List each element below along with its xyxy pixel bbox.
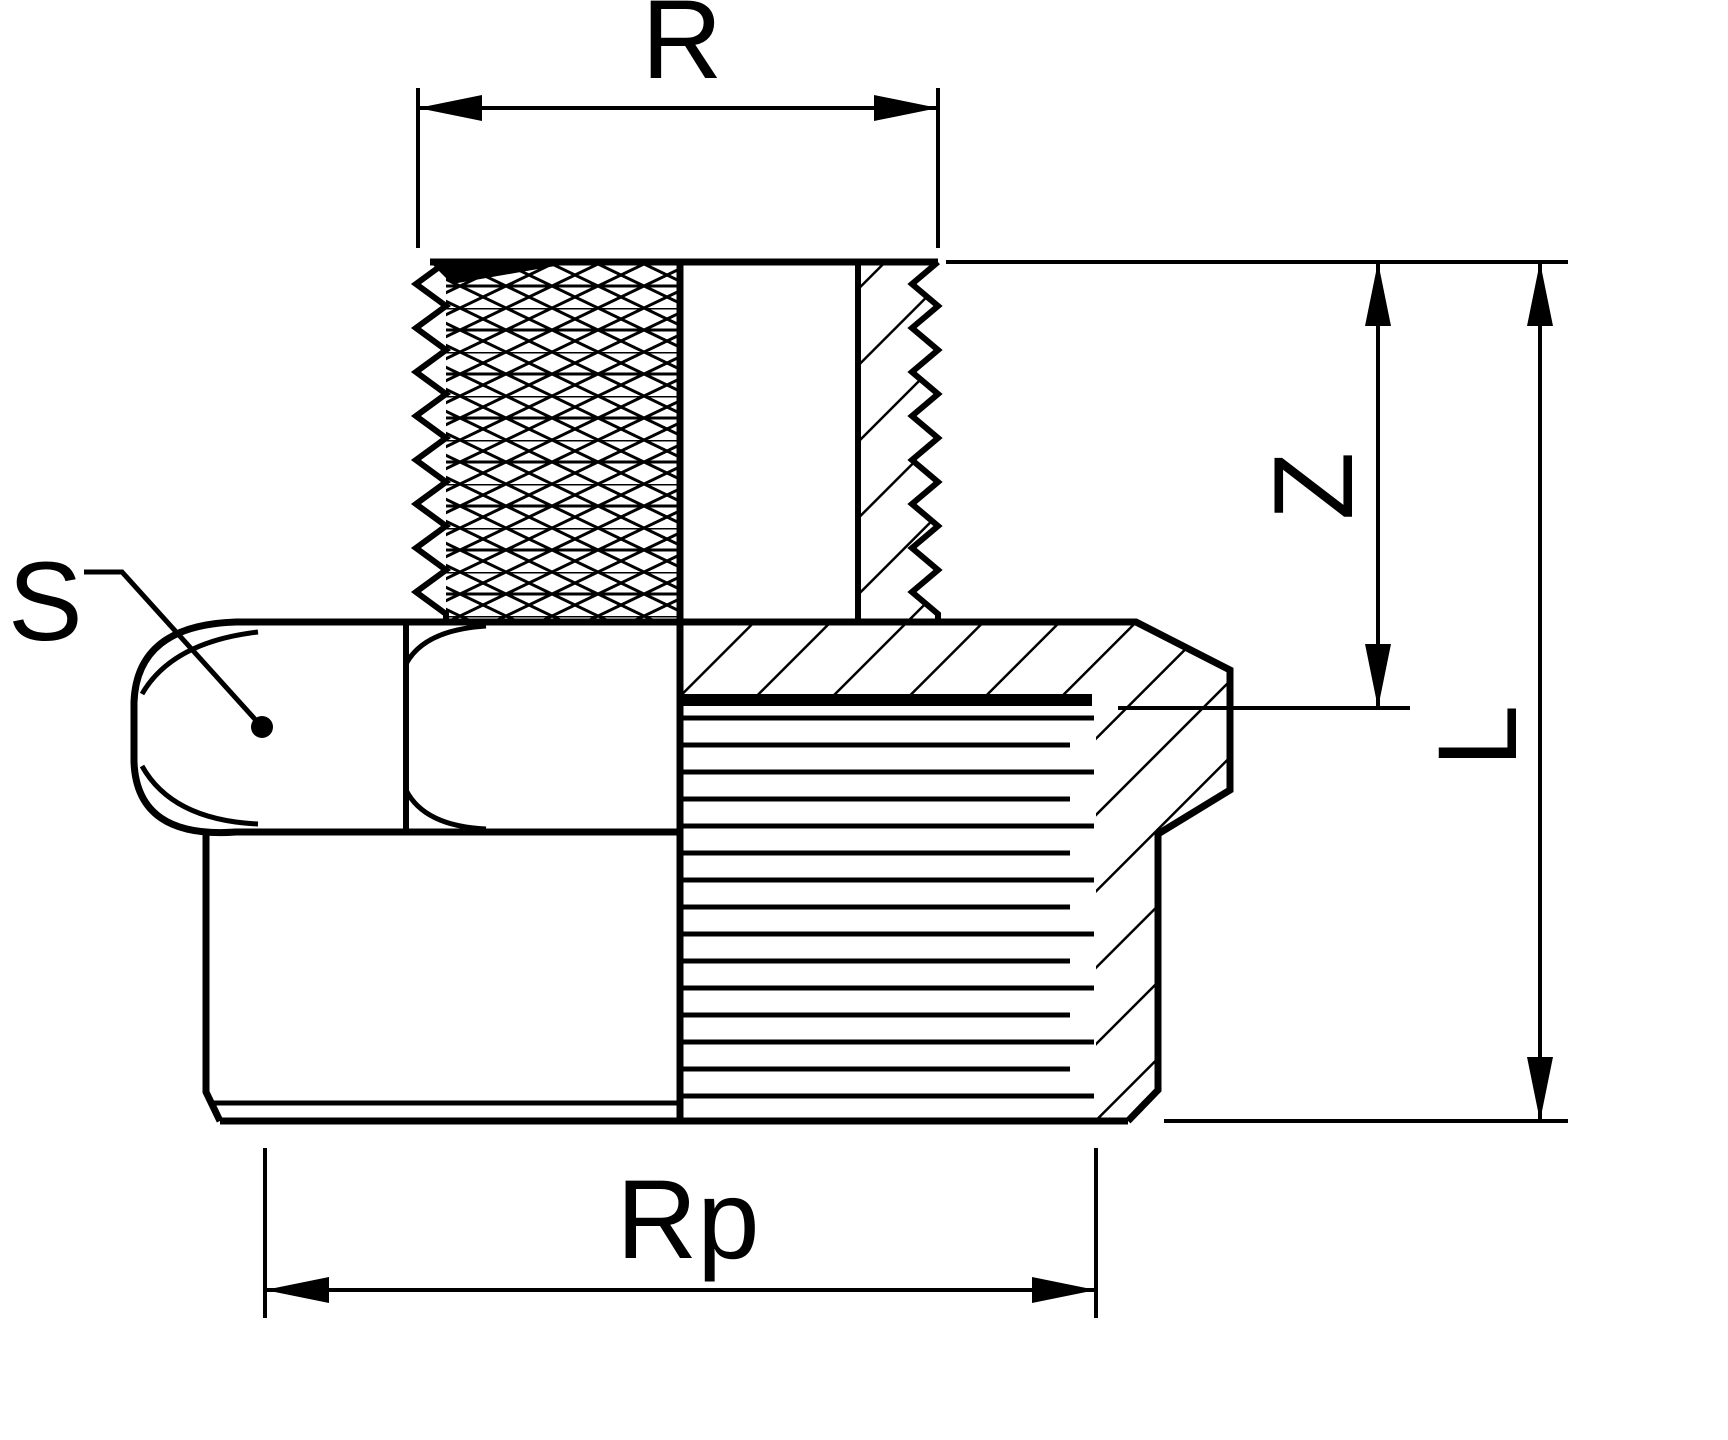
- leader-s-line: [84, 569, 264, 729]
- female-thread-crest-lines: [681, 715, 1094, 1099]
- dimension-l-arrow-top: [1527, 262, 1553, 326]
- dimension-z-arrow-bottom: [1365, 644, 1391, 708]
- dimension-rp-arrow-right: [1032, 1277, 1096, 1303]
- dimension-r-arrow-left: [418, 95, 482, 121]
- dimension-label-s: S: [8, 539, 83, 664]
- dimension-label-z: Z: [1251, 452, 1376, 520]
- hex-chamfer-arc-top-left: [139, 629, 259, 696]
- leader-s: S: [8, 539, 273, 738]
- female-thread-root-lines: [681, 742, 1070, 1072]
- male-thread-top-shadow: [430, 262, 578, 284]
- leader-s-dot: [251, 716, 273, 738]
- dimension-z: Z: [946, 260, 1568, 710]
- dimension-r-arrow-right: [874, 95, 938, 121]
- male-thread-knurl-texture: [446, 262, 680, 622]
- female-thread-section: [680, 694, 1094, 1099]
- body-left-edge: [202, 832, 224, 1123]
- hex-chamfer-arc-top-right: [403, 623, 487, 666]
- dimension-rp: Rp: [263, 1148, 1098, 1318]
- hex-chamfer-arc-bottom-left: [139, 764, 259, 827]
- male-thread-section-profile: [907, 259, 943, 622]
- dimension-r: R: [416, 0, 940, 248]
- dimension-l-arrow-bottom: [1527, 1057, 1553, 1121]
- dimension-r-extension-lines: [416, 88, 940, 248]
- hex-left-outline: [130, 618, 680, 837]
- dimension-label-l: L: [1415, 705, 1540, 767]
- body-exterior-view: [202, 832, 1128, 1125]
- dimension-label-r: R: [642, 0, 723, 102]
- male-thread-left-crest-profile: [410, 259, 452, 622]
- dimension-label-rp: Rp: [616, 1157, 759, 1282]
- male-thread-exterior-view: [410, 259, 680, 622]
- dimension-rp-arrow-left: [265, 1277, 329, 1303]
- dimension-z-arrow-top: [1365, 262, 1391, 326]
- dimension-l: L: [1164, 262, 1568, 1123]
- hex-chamfer-arc-bottom-right: [403, 788, 487, 832]
- hex-exterior-view: [130, 618, 1136, 837]
